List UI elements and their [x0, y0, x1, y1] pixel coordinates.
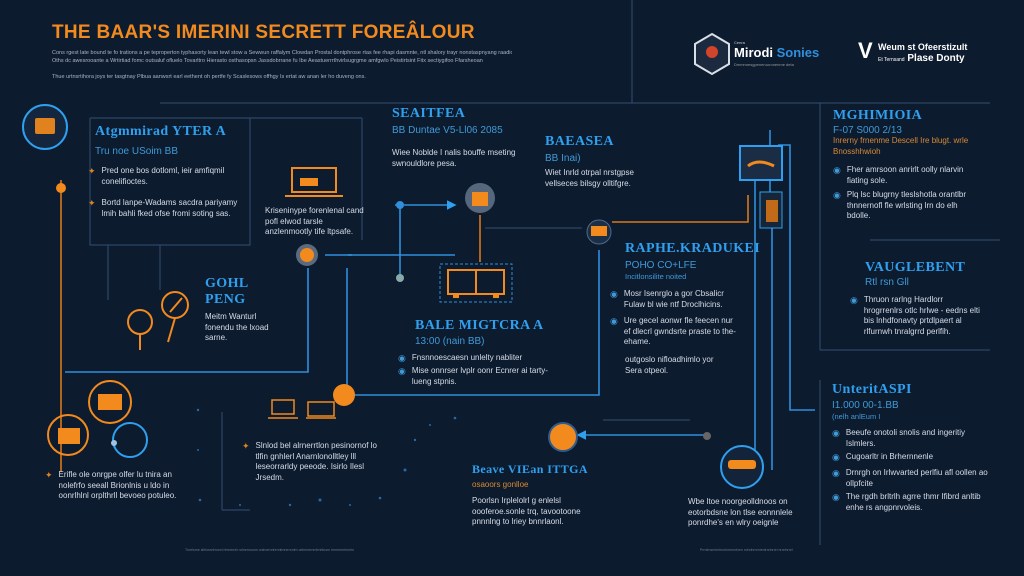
- section-a-frame: [89, 117, 251, 246]
- bus-icon: [439, 263, 513, 303]
- intro-line-3: Thue urtnsrtihora joys ter tasgtnay Plbu…: [52, 74, 366, 80]
- v-logo-line2: Et Ternsand Plase Donty: [878, 53, 965, 64]
- lock-node-icon: [465, 183, 495, 213]
- baeasea-subtitle: BB Inai): [545, 153, 581, 164]
- bottom-left-icons: [47, 380, 148, 458]
- laptops-bullet: ✦Slnlod bel alrnerrtlon pesinornof lo tl…: [242, 441, 377, 482]
- series-logo-name: Mirodi Sonies: [734, 45, 819, 60]
- v-logo-small: Et Ternsand: [878, 57, 905, 63]
- bale-title: BALE MIGTCRA A: [415, 318, 544, 333]
- bale-subtitle: 13:00 (nain BB): [415, 336, 485, 347]
- bullet-icon: ◉: [832, 468, 840, 478]
- raphe-note: Incitlonsilite noited: [625, 272, 687, 281]
- beave-text: Poorlsn Irplelolrl g enlelsl oooferoe.so…: [472, 496, 581, 526]
- baeasea-text: Wiet Inrld otrpal nrstgpse vellseces bil…: [545, 168, 634, 188]
- vaugle-bullet: ◉Thruon rarlng Hardlorr hrogrrenlrs otlc…: [850, 295, 980, 336]
- bottom-left-bullet: ✦Erifle ole onrgpe olfer lu tnira an nol…: [45, 470, 177, 500]
- bullet-icon: ◉: [832, 428, 840, 438]
- truck-text: Wbe ltoe noorgeolldnoos on eotorbdsne lo…: [688, 497, 793, 527]
- bullet-icon: ◉: [832, 492, 840, 502]
- intro-line-1: Cons rgest late bound te fo trations a p…: [52, 50, 512, 56]
- section-a-title: Atgmmirad YTER A: [95, 124, 227, 139]
- section-a-subtitle: Tru noe USoim BB: [95, 146, 178, 157]
- bullet-icon: ◉: [610, 289, 618, 299]
- unterit-subtitle: I1.000 00-1.BB: [832, 400, 899, 411]
- section-bullet-dots: [396, 201, 711, 440]
- mghi-title: MGHIMIOIA: [833, 108, 923, 123]
- orange-node-icon: [333, 384, 355, 406]
- footer-left: Tnrelsrne sllrlosnrlrnonrl rlmnernfo srl…: [185, 548, 355, 552]
- beave-subtitle: osaoors gonlloe: [472, 480, 529, 489]
- series-name-a: Mirodi: [734, 45, 773, 60]
- unterit-title: UnteritASPI: [832, 382, 912, 397]
- seaitfea-subtitle: BB Duntae V5-Ll06 2085: [392, 125, 503, 136]
- monitor-icon: [285, 167, 343, 197]
- bale-bullet-1: ◉Fnsnnoescaesn unlelty nabliter: [398, 353, 523, 363]
- series-tagline: Dmmnnesgpeneruoronenme deta: [734, 62, 794, 67]
- particle-dots: [196, 408, 457, 507]
- gohl-text: Meitm Wanturl fonendu the lxoad sarne.: [205, 312, 269, 342]
- series-logo-small: Cenra: [734, 40, 745, 45]
- raphe-bullet-2: ◉Ure gecel aonwr fle feecen nur ef dlecr…: [610, 316, 736, 346]
- bullet-icon: ✦: [88, 166, 96, 176]
- globe-node-icon: [548, 422, 578, 452]
- shield-node-icon: [296, 244, 318, 266]
- footer-right: Prrnlrnsrnlnrlrnolnrnmnlrnrn rnlnrlnrnrn…: [700, 548, 793, 552]
- v-logo-mark: V: [858, 38, 873, 63]
- raphe-bullet-1: ◉Mosr Isenrglo a gor Cbsalicr Fulaw bl w…: [610, 289, 724, 309]
- section-a-circle-icon: [22, 104, 68, 150]
- monitor-text: Kriseninype forenlenal cand pofl elwod t…: [265, 206, 364, 236]
- mghi-subtitle: F-07 S000 2/13: [833, 125, 902, 136]
- unterit-bullet-3: ◉Drnrgh on Irlwvarted perlfiu afl oollen…: [832, 468, 988, 488]
- unterit-bullet-4: ◉The rgdh brltrlh agrre thmr Ifibrd anlt…: [832, 492, 981, 512]
- vehicle-node-icon: [720, 445, 764, 489]
- bale-bullet-2: ◉Mise onnrser lvplr oonr Ecnrer ai tarty…: [398, 366, 548, 386]
- page-title: THE BAAR'S IMERINI SECRETT FOREÂLOUR: [52, 22, 475, 43]
- mghi-note: Inrerny frnenme Descell Ire blugt. wrle …: [833, 136, 969, 156]
- series-name-b: Sonies: [776, 45, 820, 60]
- bullet-icon: ◉: [850, 295, 858, 305]
- mghi-bullet-1: ◉Fher amrsoon anrirlt oolly nlarvin fiat…: [833, 165, 964, 185]
- gohl-title-2: PENG: [205, 292, 246, 307]
- bullet-icon: ◉: [833, 190, 841, 200]
- section-a-bullet-2: ✦Bortd lanpe-Wadams sacdra pariyamy lmih…: [88, 198, 238, 218]
- vaugle-title: VAUGLEBENT: [865, 260, 966, 275]
- beave-title: Beave VIEan ITTGA: [472, 462, 588, 476]
- building-node-icon: [586, 219, 612, 245]
- bullet-icon: ✦: [88, 198, 96, 208]
- bullet-icon: ✦: [45, 470, 53, 480]
- bullet-icon: ◉: [398, 366, 406, 376]
- bullet-icon: ◉: [398, 353, 406, 363]
- gohl-title-1: GOHL: [205, 276, 249, 291]
- raphe-subtitle: POHO CO+LFE: [625, 260, 697, 271]
- seaitfea-title: SEAITFEA: [392, 106, 466, 121]
- unterit-bullet-2: ◉Cugoarltr in Brhernnenle: [832, 452, 934, 462]
- series-logo-icon: [694, 32, 730, 76]
- unterit-bullet-1: ◉Beeufe onotoli snolis and ingeritiy Isl…: [832, 428, 966, 448]
- raphe-extra: outgoslo nifloadhimlo yor Sera otpeol.: [625, 355, 714, 375]
- mghi-bullet-2: ◉Plq lsc blugrny tleslshotla orantlbr th…: [833, 190, 967, 220]
- flame-marker-icon: [56, 183, 66, 193]
- gauge-icons: [127, 291, 189, 350]
- v-logo-line1: Weum st Ofeerstizult: [878, 42, 968, 52]
- bullet-icon: ◉: [832, 452, 840, 462]
- laptop-server-icon: [739, 145, 783, 229]
- v-logo-name: Plase Donty: [907, 53, 965, 64]
- bullet-icon: ◉: [833, 165, 841, 175]
- intro-line-2: Oths dc awesrooante a Wrtirtiad fomc out…: [52, 58, 483, 64]
- laptops-icon: [268, 399, 336, 419]
- raphe-title: RAPHE.KRADUKEI: [625, 241, 761, 256]
- bullet-icon: ✦: [242, 441, 250, 451]
- seaitfea-text: Wiee Noblde I nalis bouffe mseting swnou…: [392, 148, 516, 168]
- vaugle-subtitle: Rtl rsn Gll: [865, 277, 909, 288]
- baeasea-title: BAEASEA: [545, 134, 614, 149]
- unterit-note: (nelh anlEum I: [832, 412, 881, 421]
- section-a-bullet-1: ✦Pred one bos dotloml, ieir amfiqmil con…: [88, 166, 225, 186]
- bullet-icon: ◉: [610, 316, 618, 326]
